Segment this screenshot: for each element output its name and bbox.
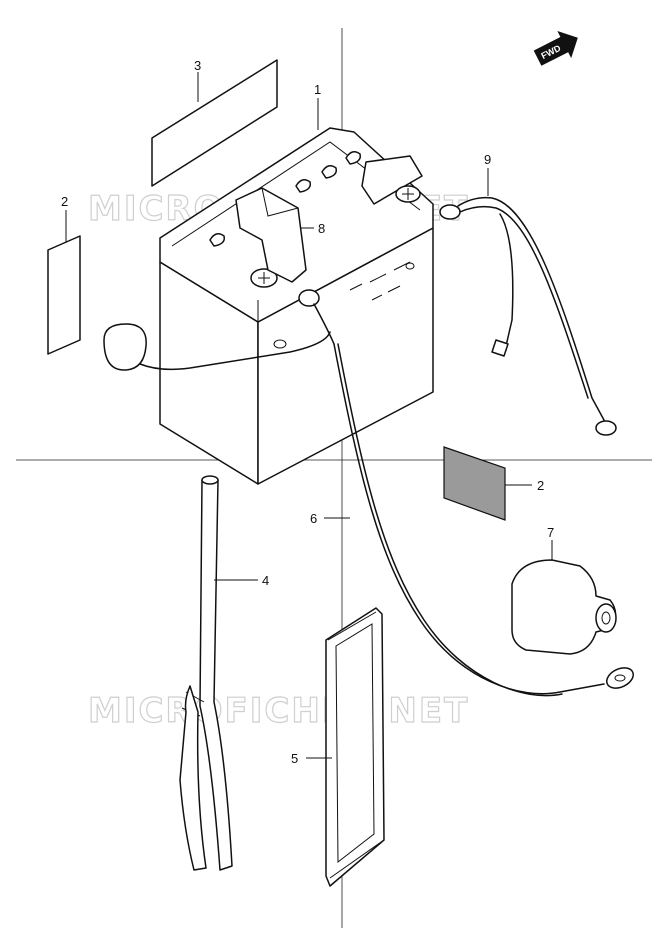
part-2-caution-label-left (47, 210, 81, 355)
callout-9: 9 (484, 152, 491, 167)
part-5-battery-strap (306, 607, 385, 887)
callout-5: 5 (291, 751, 298, 766)
watermark-bottom: MICROFICHES.NET (88, 691, 469, 731)
part-8-terminal-cover (235, 187, 314, 283)
callout-1: 1 (314, 82, 321, 97)
part-7-terminal-boot (511, 540, 617, 655)
callout-2b: 2 (537, 478, 544, 493)
positive-terminal (395, 185, 421, 203)
callout-8: 8 (318, 221, 325, 236)
breather-plug (103, 323, 331, 371)
callout-7: 7 (547, 525, 554, 540)
callout-2a: 2 (61, 194, 68, 209)
callout-4: 4 (262, 573, 269, 588)
callout-3: 3 (194, 58, 201, 73)
forward-direction-arrow-icon: FWD (533, 31, 578, 66)
callout-6: 6 (310, 511, 317, 526)
part-6-negative-lead (298, 289, 634, 697)
part-2-caution-label-right (443, 446, 532, 521)
part-3-label-sticker (151, 59, 278, 187)
part-4-breather-hose (179, 475, 258, 871)
negative-terminal (250, 268, 278, 288)
part-9-positive-lead (439, 168, 617, 436)
